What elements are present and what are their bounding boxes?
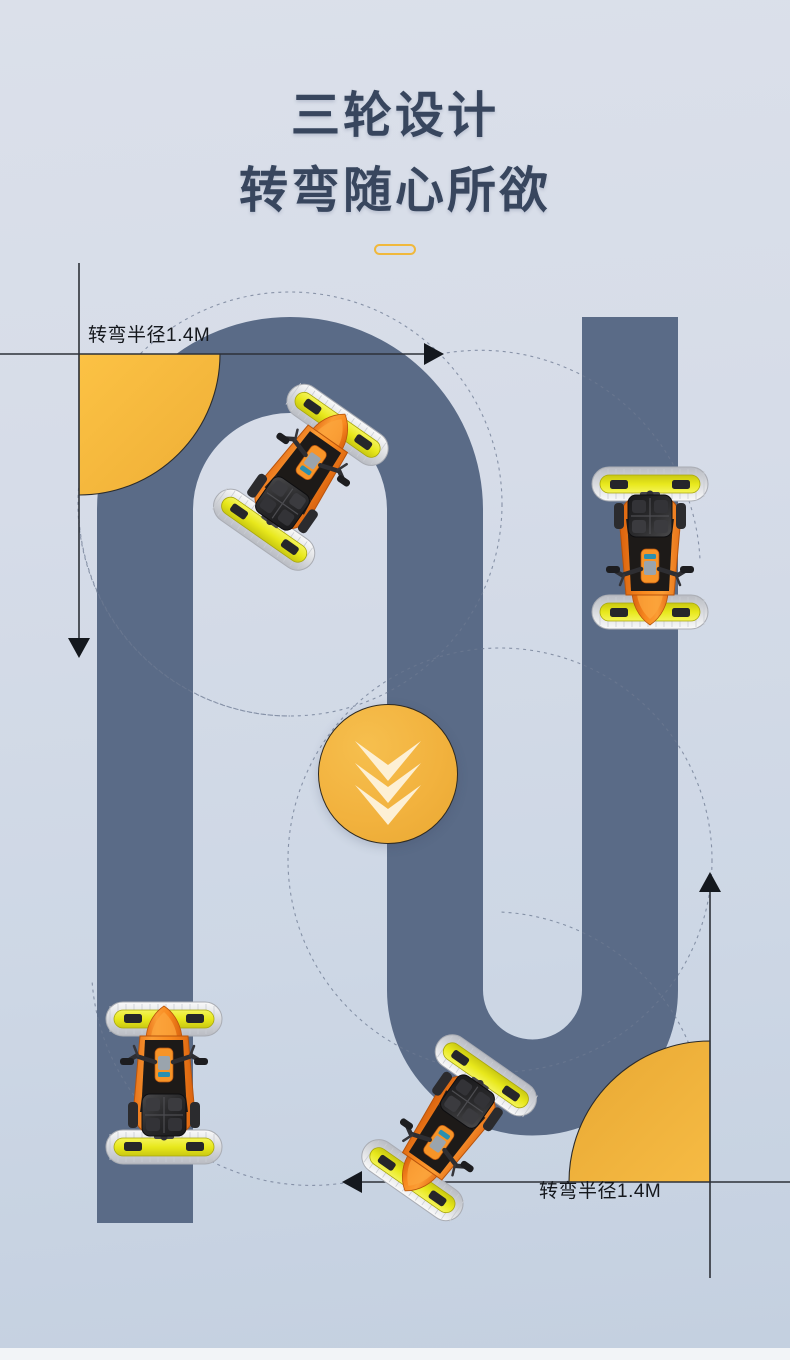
seat [627,494,673,538]
seat [255,476,310,531]
rear-brush [434,1034,538,1118]
steering-assembly [399,1118,474,1177]
pill-divider-icon [374,244,416,255]
background-bottom-strip [0,1348,790,1360]
steering-assembly [276,428,351,487]
header: 三轮设计 转弯随心所欲 [0,0,790,255]
sweeper-graphic [591,466,709,630]
rear-brush [105,1129,223,1165]
measurement-lines-top [0,263,426,640]
vehicle-nose [145,1005,183,1041]
arrow-left-icon [342,1171,362,1193]
rear-wheels [247,473,318,534]
arrow-down-icon [68,638,90,658]
sweeper-right-lane[interactable] [586,446,714,647]
rear-wheels [432,1071,503,1132]
turn-radius-label-bottom: 转弯半径1.4M [539,1181,662,1202]
sweeper-graphic [212,382,389,571]
page-title-line2: 转弯随心所欲 [238,164,551,218]
seat [440,1074,495,1129]
triple-chevron-down-icon [355,741,421,825]
quarter-circle-wedge-bottom-right [568,1040,711,1183]
arrow-up-icon [699,872,721,892]
direction-badge[interactable] [318,704,458,844]
sweeper-graphic [105,1001,223,1165]
seat [141,1093,187,1137]
steering-assembly [120,1044,208,1083]
rear-wheels [128,1102,200,1128]
rear-wheels [614,503,686,529]
sweeper-left-lane[interactable] [100,984,228,1185]
steering-assembly [606,548,694,587]
sweeper-graphic [361,1034,538,1223]
sweeper-bottom-bend[interactable] [340,1007,560,1245]
quarter-circle-wedge-top-left [78,353,221,496]
sweeper-top-bend[interactable] [190,359,410,597]
page-title-line1: 三轮设计 [290,89,499,143]
arrow-right-icon [424,343,444,365]
turn-radius-label-top: 转弯半径1.4M [88,325,211,346]
rear-brush [591,466,709,502]
